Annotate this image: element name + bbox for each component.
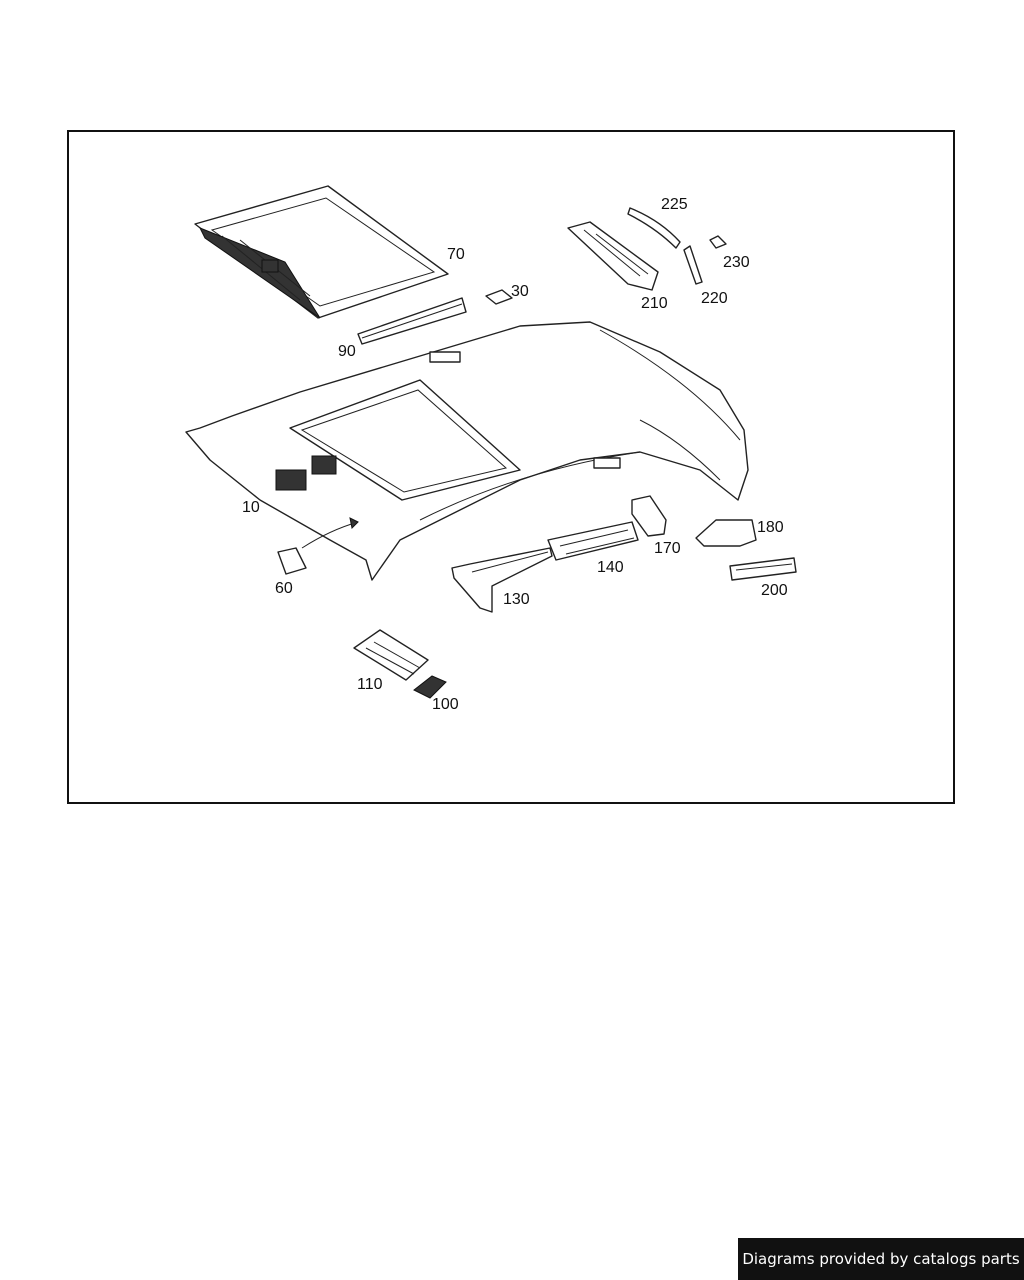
part-30-pad[interactable] <box>485 289 513 305</box>
part-100-clip[interactable] <box>413 675 447 699</box>
part-140-trim-strip[interactable] <box>547 521 639 561</box>
callout-110: 110 <box>357 676 383 693</box>
part-230-clip[interactable] <box>709 235 727 249</box>
callout-220: 220 <box>701 290 728 307</box>
callout-60: 60 <box>275 580 293 597</box>
callout-100: 100 <box>432 696 459 713</box>
part-60-piece[interactable] <box>277 517 359 575</box>
callout-170: 170 <box>654 540 681 557</box>
part-70-sunroof-panel[interactable] <box>194 185 449 319</box>
callout-180: 180 <box>757 519 784 536</box>
part-110-panel[interactable] <box>353 629 429 681</box>
callout-70: 70 <box>447 246 465 263</box>
callout-210: 210 <box>641 295 668 312</box>
callout-225: 225 <box>661 196 688 213</box>
callout-90: 90 <box>338 343 356 360</box>
diagram-frame <box>67 130 955 804</box>
part-200-trim[interactable] <box>729 557 797 581</box>
callout-200: 200 <box>761 582 788 599</box>
callout-140: 140 <box>597 559 624 576</box>
part-170-cover[interactable] <box>631 495 667 537</box>
part-130-trim[interactable] <box>451 547 553 613</box>
part-180-cover[interactable] <box>695 519 757 547</box>
part-220-trim[interactable] <box>683 245 703 285</box>
callout-230: 230 <box>723 254 750 271</box>
callout-30: 30 <box>511 283 529 300</box>
callout-130: 130 <box>503 591 530 608</box>
credit-banner: Diagrams provided by catalogs parts <box>738 1238 1024 1280</box>
part-10-headliner[interactable] <box>185 321 749 581</box>
part-225-trim[interactable] <box>627 207 681 249</box>
part-90-strip[interactable] <box>357 297 467 345</box>
callout-10: 10 <box>242 499 260 516</box>
part-210-bracket[interactable] <box>567 221 659 291</box>
